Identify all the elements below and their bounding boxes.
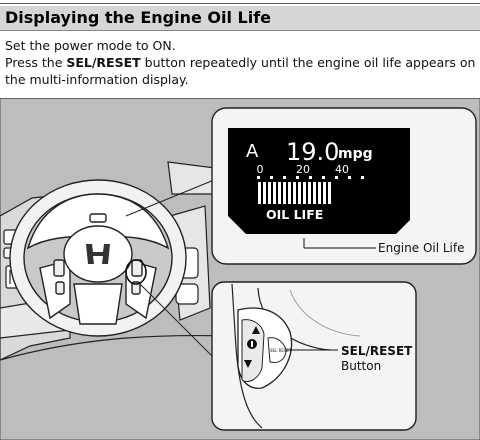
thumbwheel-up-arrow [252,326,260,334]
sel-reset-callout-rest: Button [341,359,382,373]
instructions: Set the power mode to ON. Press the SEL/… [5,37,477,88]
dashboard-illustration: A 19.0 mpg 0 20 40 OIL LIFE 100 % [0,98,480,440]
switch-location-marker [125,259,147,285]
thumbwheel-down-arrow [244,360,252,368]
top-rule [0,3,480,4]
scale-label-0: 0 [257,163,264,176]
scale-label-40: 40 [335,163,349,176]
oil-life-label: OIL LIFE [266,207,323,222]
oil-life-unit: % [321,225,331,236]
sel-reset-inline: SEL/RESET [66,55,141,70]
section-header: Displaying the Engine Oil Life [0,6,480,31]
instruction-step-1: Set the power mode to ON. [5,38,176,53]
steering-wheel [9,179,187,337]
scale-label-20: 20 [296,163,310,176]
instruction-step-2: Press the SEL/RESET button repeatedly un… [5,55,476,87]
section-title: Displaying the Engine Oil Life [5,8,272,27]
switch-inset: SEL RESET [211,281,417,431]
sel-reset-callout-bold: SEL/RESET [341,344,413,358]
display-mode-letter: A [246,141,259,162]
fuel-economy-value: 19.0 [286,138,339,166]
multi-information-display: A 19.0 mpg 0 20 40 OIL LIFE 100 % [246,138,376,249]
fuel-economy-unit: mpg [338,146,373,162]
sel-reset-button-text: SEL RESET [270,348,292,353]
display-inset [211,107,477,265]
fuel-economy-bargraph [258,182,331,204]
sel-reset-callout: SEL/RESET Button [341,344,412,374]
engine-oil-life-callout: Engine Oil Life [378,241,465,255]
oil-life-value: 100 [290,222,317,237]
